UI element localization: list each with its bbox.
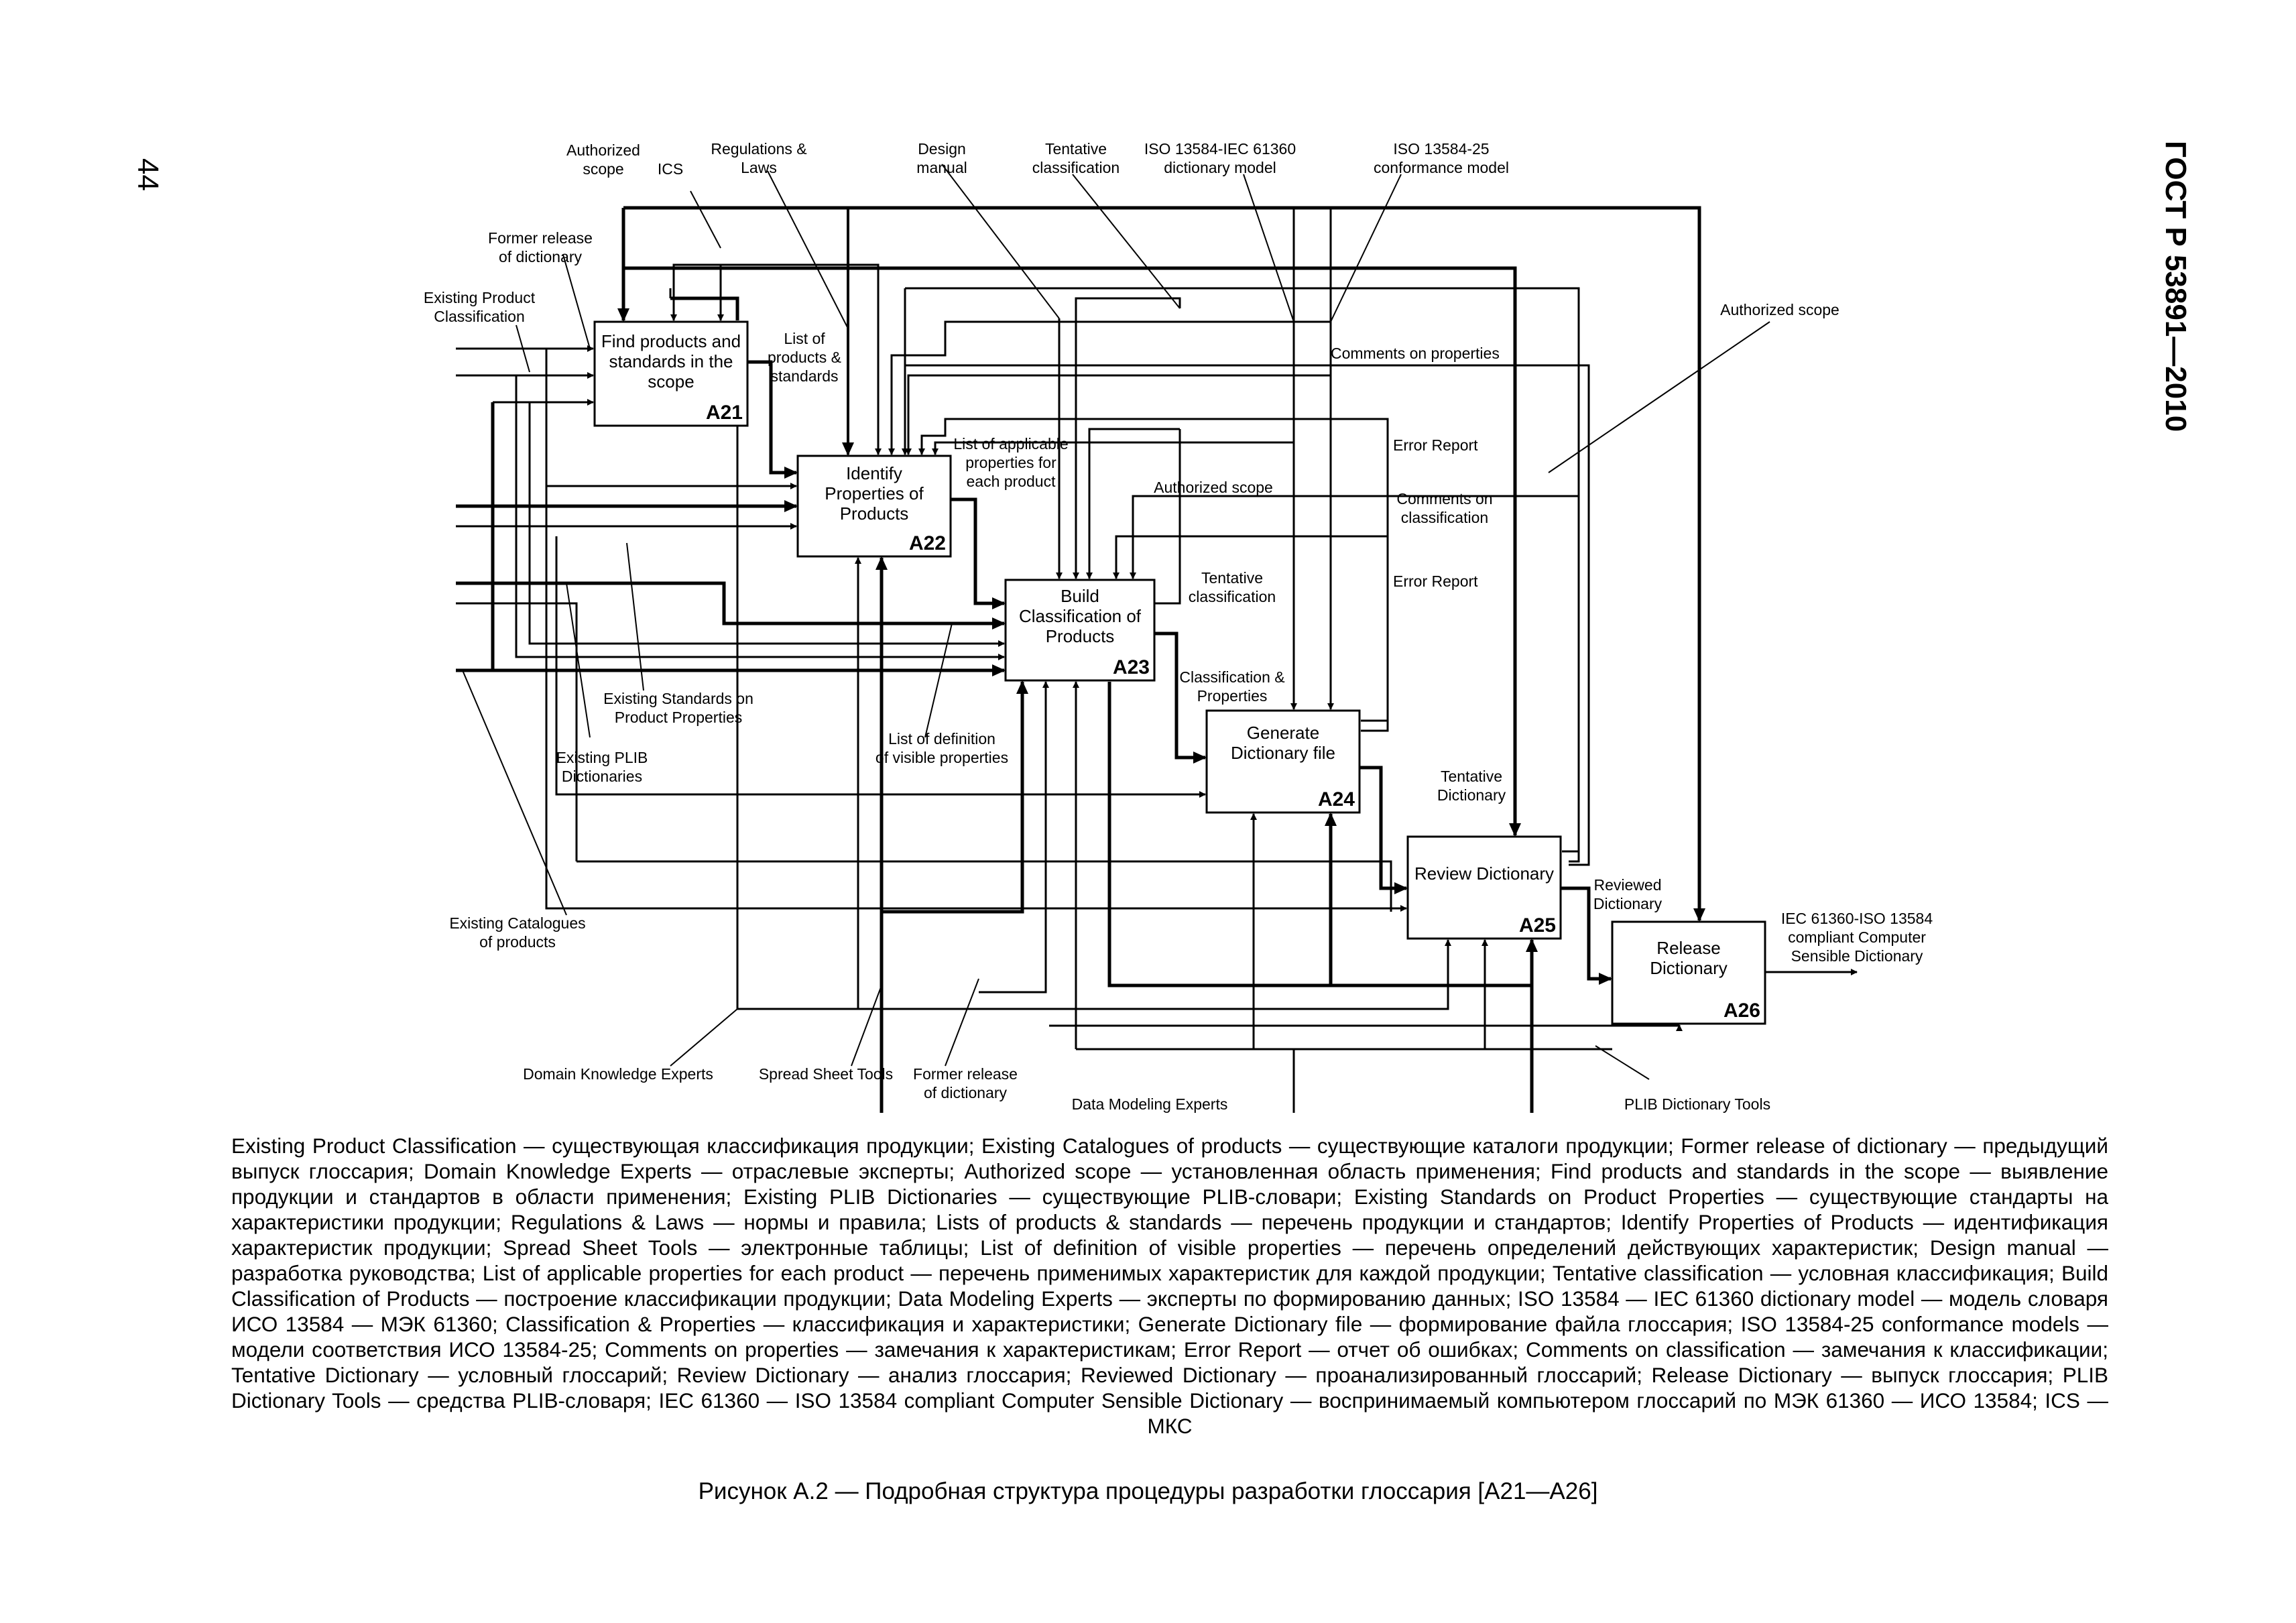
box-a23-line-2: Classification of [1019, 606, 1142, 626]
box-a23-line-1: Build [1061, 586, 1099, 606]
label-tentative-class-mid-2: classification [1189, 588, 1276, 605]
box-a22-line-3: Products [840, 503, 909, 524]
label-list-applicable-2: properties for [965, 454, 1056, 471]
box-a26-line-1: Release [1656, 938, 1720, 958]
label-existing-standards-2: Product Properties [615, 709, 742, 726]
label-spreadsheet: Spread Sheet Tools [759, 1065, 893, 1083]
idef0-diagram: Find products and standards in the scope… [424, 140, 1933, 1113]
label-iso-model-1: ISO 13584-IEC 61360 [1144, 140, 1296, 158]
label-list-definition-2: of visible properties [875, 749, 1008, 766]
box-a22-line-1: Identify [846, 463, 902, 483]
label-regulations-1: Regulations & [711, 140, 806, 158]
legend-text: Existing Product Classification — сущест… [231, 1134, 2108, 1438]
box-a22-line-2: Properties of [825, 483, 924, 503]
label-tentative-classification-2: classification [1032, 159, 1120, 176]
label-domain-experts: Domain Knowledge Experts [523, 1065, 713, 1083]
label-authorized-scope-mid: Authorized scope [1154, 479, 1273, 496]
label-authorized-scope-2: scope [583, 160, 623, 178]
label-regulations-2: Laws [741, 159, 777, 176]
box-a25-line-1: Review Dictionary [1414, 863, 1554, 884]
leader-lines [462, 164, 1770, 1080]
label-existing-standards-1: Existing Standards on [603, 690, 753, 707]
label-former-release-bottom-1: Former release [913, 1065, 1018, 1083]
label-list-definition-1: List of definition [888, 730, 995, 747]
box-a26-line-2: Dictionary [1650, 958, 1728, 978]
label-iec-output-3: Sensible Dictionary [1791, 947, 1923, 965]
label-class-props-2: Properties [1197, 687, 1268, 705]
label-iec-output-2: compliant Computer [1788, 928, 1926, 946]
label-plib-tools: PLIB Dictionary Tools [1624, 1095, 1770, 1113]
label-former-release-1: Former release [488, 229, 593, 247]
box-a22: Identify Properties of Products A22 [796, 455, 952, 558]
box-a21-id: A21 [706, 402, 743, 424]
label-existing-classification-2: Classification [434, 308, 525, 325]
box-a26: Release Dictionary A26 [1611, 920, 1766, 1025]
box-a23-id: A23 [1113, 656, 1150, 678]
label-comments-classification-1: Comments on [1396, 490, 1492, 507]
label-former-release-bottom-2: of dictionary [924, 1084, 1008, 1101]
label-tentative-dictionary-2: Dictionary [1437, 786, 1506, 804]
box-a23: Build Classification of Products A23 [1004, 579, 1156, 682]
label-iec-output-1: IEC 61360-ISO 13584 [1781, 910, 1933, 927]
label-error-report-2: Error Report [1393, 573, 1478, 590]
box-a21-line-1: Find products and [601, 331, 741, 351]
label-iso-conf-1: ISO 13584-25 [1393, 140, 1489, 158]
label-former-release-2: of dictionary [499, 248, 583, 265]
label-existing-plib-1: Existing PLIB [556, 749, 648, 766]
box-a24: Generate Dictionary file A24 [1205, 709, 1361, 814]
label-design-manual-2: manual [916, 159, 967, 176]
label-existing-catalogues-2: of products [479, 933, 556, 951]
label-list-products-1: List of [784, 330, 825, 347]
label-iso-model-2: dictionary model [1164, 159, 1276, 176]
label-data-modeling: Data Modeling Experts [1072, 1095, 1228, 1113]
box-a21-line-2: standards in the [609, 351, 733, 371]
box-a21-line-3: scope [648, 371, 694, 392]
label-list-products-3: standards [770, 367, 838, 385]
box-a26-id: A26 [1724, 1000, 1760, 1022]
label-tentative-classification-1: Tentative [1045, 140, 1107, 158]
label-reviewed-dictionary-2: Dictionary [1593, 895, 1663, 912]
label-ics: ICS [658, 160, 683, 178]
label-reviewed-dictionary-1: Reviewed [1594, 876, 1662, 894]
label-error-report-1: Error Report [1393, 436, 1478, 454]
figure-caption: Рисунок А.2 — Подробная структура процед… [698, 1478, 1598, 1504]
box-a24-line-1: Generate [1247, 723, 1319, 743]
box-a25-id: A25 [1519, 914, 1556, 937]
box-a21: Find products and standards in the scope… [593, 320, 749, 427]
label-existing-catalogues-1: Existing Catalogues [449, 914, 585, 932]
label-existing-classification-1: Existing Product [424, 289, 536, 306]
label-class-props-1: Classification & [1179, 668, 1284, 686]
label-design-manual-1: Design [918, 140, 966, 158]
connectors [456, 206, 1858, 1113]
label-comments-properties: Comments on properties [1331, 345, 1500, 362]
label-tentative-dictionary-1: Tentative [1441, 768, 1502, 785]
box-a22-id: A22 [909, 532, 946, 554]
box-a23-line-3: Products [1046, 626, 1115, 646]
label-authorized-scope-right: Authorized scope [1720, 301, 1839, 318]
label-authorized-scope-1: Authorized [566, 141, 640, 159]
box-a24-line-2: Dictionary file [1231, 743, 1335, 763]
label-comments-classification-2: classification [1401, 509, 1488, 526]
box-a25: Review Dictionary A25 [1406, 835, 1562, 940]
label-list-products-2: products & [768, 349, 841, 366]
label-list-applicable-3: each product [967, 473, 1056, 490]
label-existing-plib-2: Dictionaries [562, 768, 642, 785]
box-a24-id: A24 [1318, 788, 1355, 810]
label-list-applicable-1: List of applicable [953, 435, 1068, 453]
labels: Authorized scope ICS Regulations & Laws … [424, 140, 1933, 1113]
label-tentative-class-mid-1: Tentative [1201, 569, 1263, 587]
label-iso-conf-2: conformance model [1374, 159, 1509, 176]
